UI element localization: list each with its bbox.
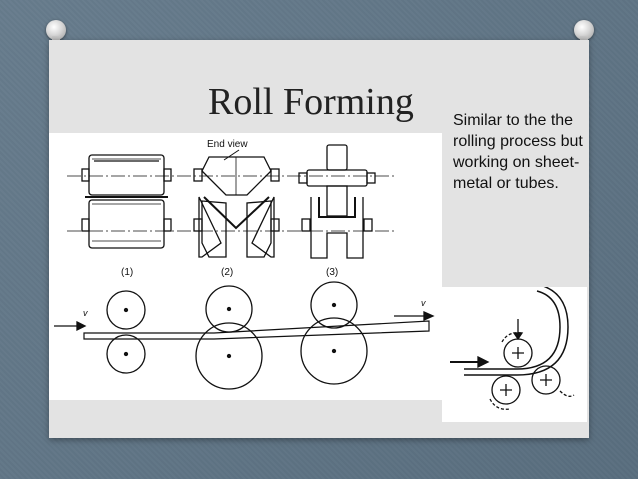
slide-description: Similar to the the rolling process but w…: [453, 112, 583, 192]
tube-bending-diagram: [442, 287, 587, 422]
velocity-arrow-out: v: [394, 298, 435, 322]
stand-2-side-view-rolls: [195, 285, 263, 390]
bottom-right-roll: [531, 365, 561, 395]
stand-1-side-view-rolls: [106, 290, 146, 374]
bottom-left-roll: [491, 375, 521, 405]
stand-1-end-view: [81, 154, 172, 249]
velocity-arrow-in: v: [54, 308, 88, 332]
stand-label-1: (1): [121, 267, 133, 278]
stand-3-side-view-rolls: [300, 281, 368, 385]
stand-label-3: (3): [326, 267, 338, 278]
stand-2-end-view: [193, 156, 280, 258]
end-view-leader: [223, 149, 240, 161]
end-view-label: End view: [207, 139, 248, 150]
velocity-label-in: v: [83, 308, 88, 318]
curved-sheet: [464, 290, 561, 370]
stand-label-2: (2): [221, 267, 233, 278]
pushpin-right-icon: [574, 20, 594, 48]
pushpin-left-icon: [46, 20, 66, 48]
slide-title: Roll Forming: [208, 81, 414, 123]
sheet-strip: [83, 320, 430, 340]
roll-forming-diagram: End view: [49, 133, 442, 400]
velocity-label-out: v: [421, 298, 426, 308]
stand-3-end-view: [298, 144, 376, 259]
